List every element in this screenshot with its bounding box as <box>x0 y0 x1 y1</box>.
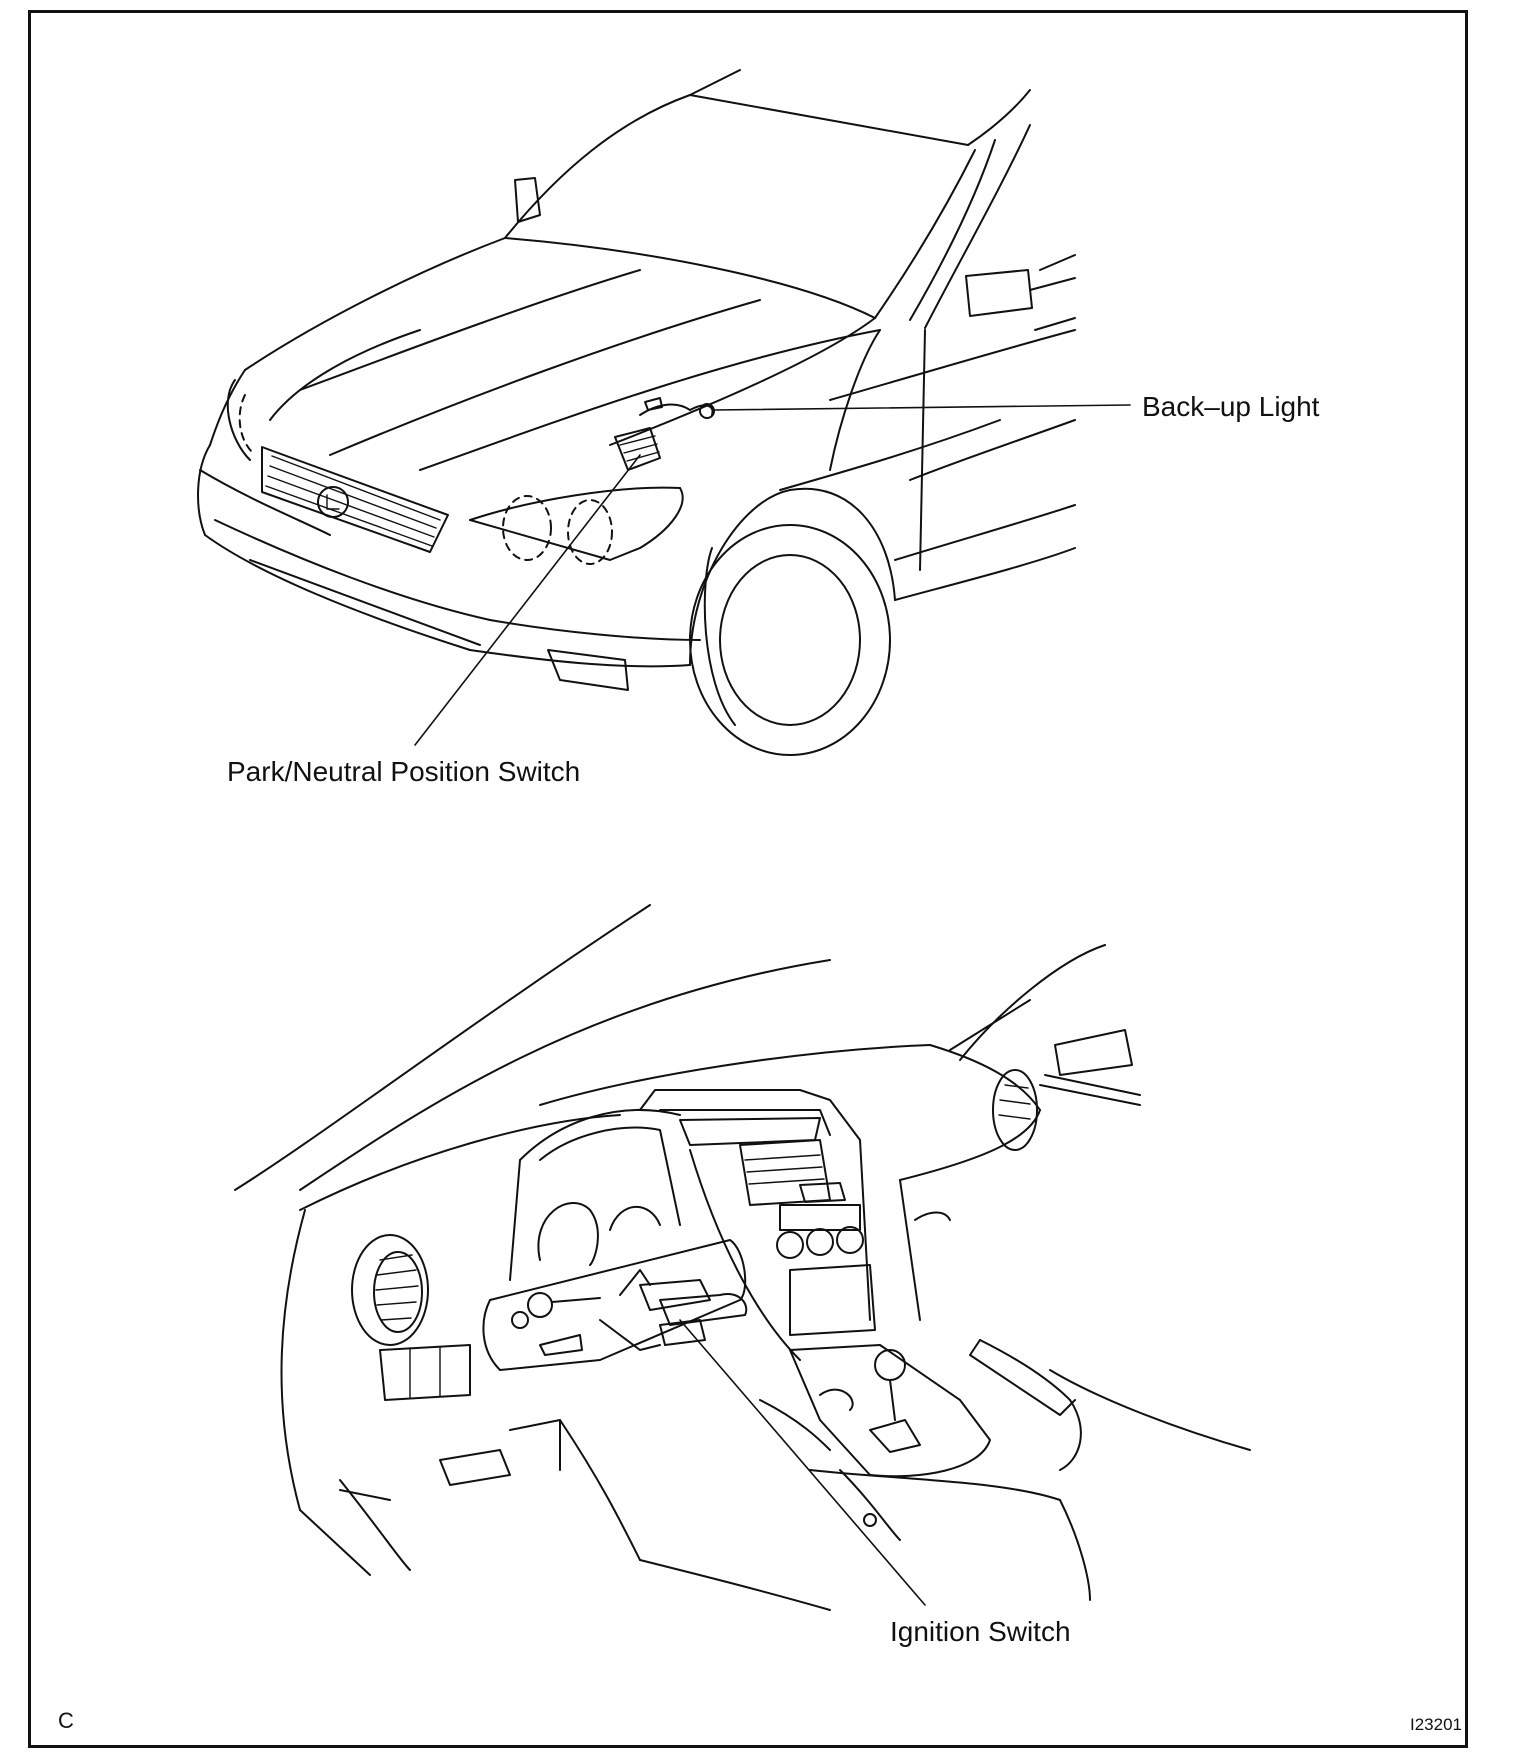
figure-code: I23201 <box>1410 1715 1462 1734</box>
car-exterior-illustration <box>197 69 1131 756</box>
ignition-switch-label: Ignition Switch <box>890 1616 1071 1647</box>
park-neutral-switch-label: Park/Neutral Position Switch <box>227 756 581 787</box>
figure-frame <box>28 10 1468 1748</box>
backup-light-label: Back–up Light <box>1142 391 1320 422</box>
interior-dashboard-illustration <box>234 904 1251 1611</box>
corner-letter: C <box>58 1708 74 1733</box>
